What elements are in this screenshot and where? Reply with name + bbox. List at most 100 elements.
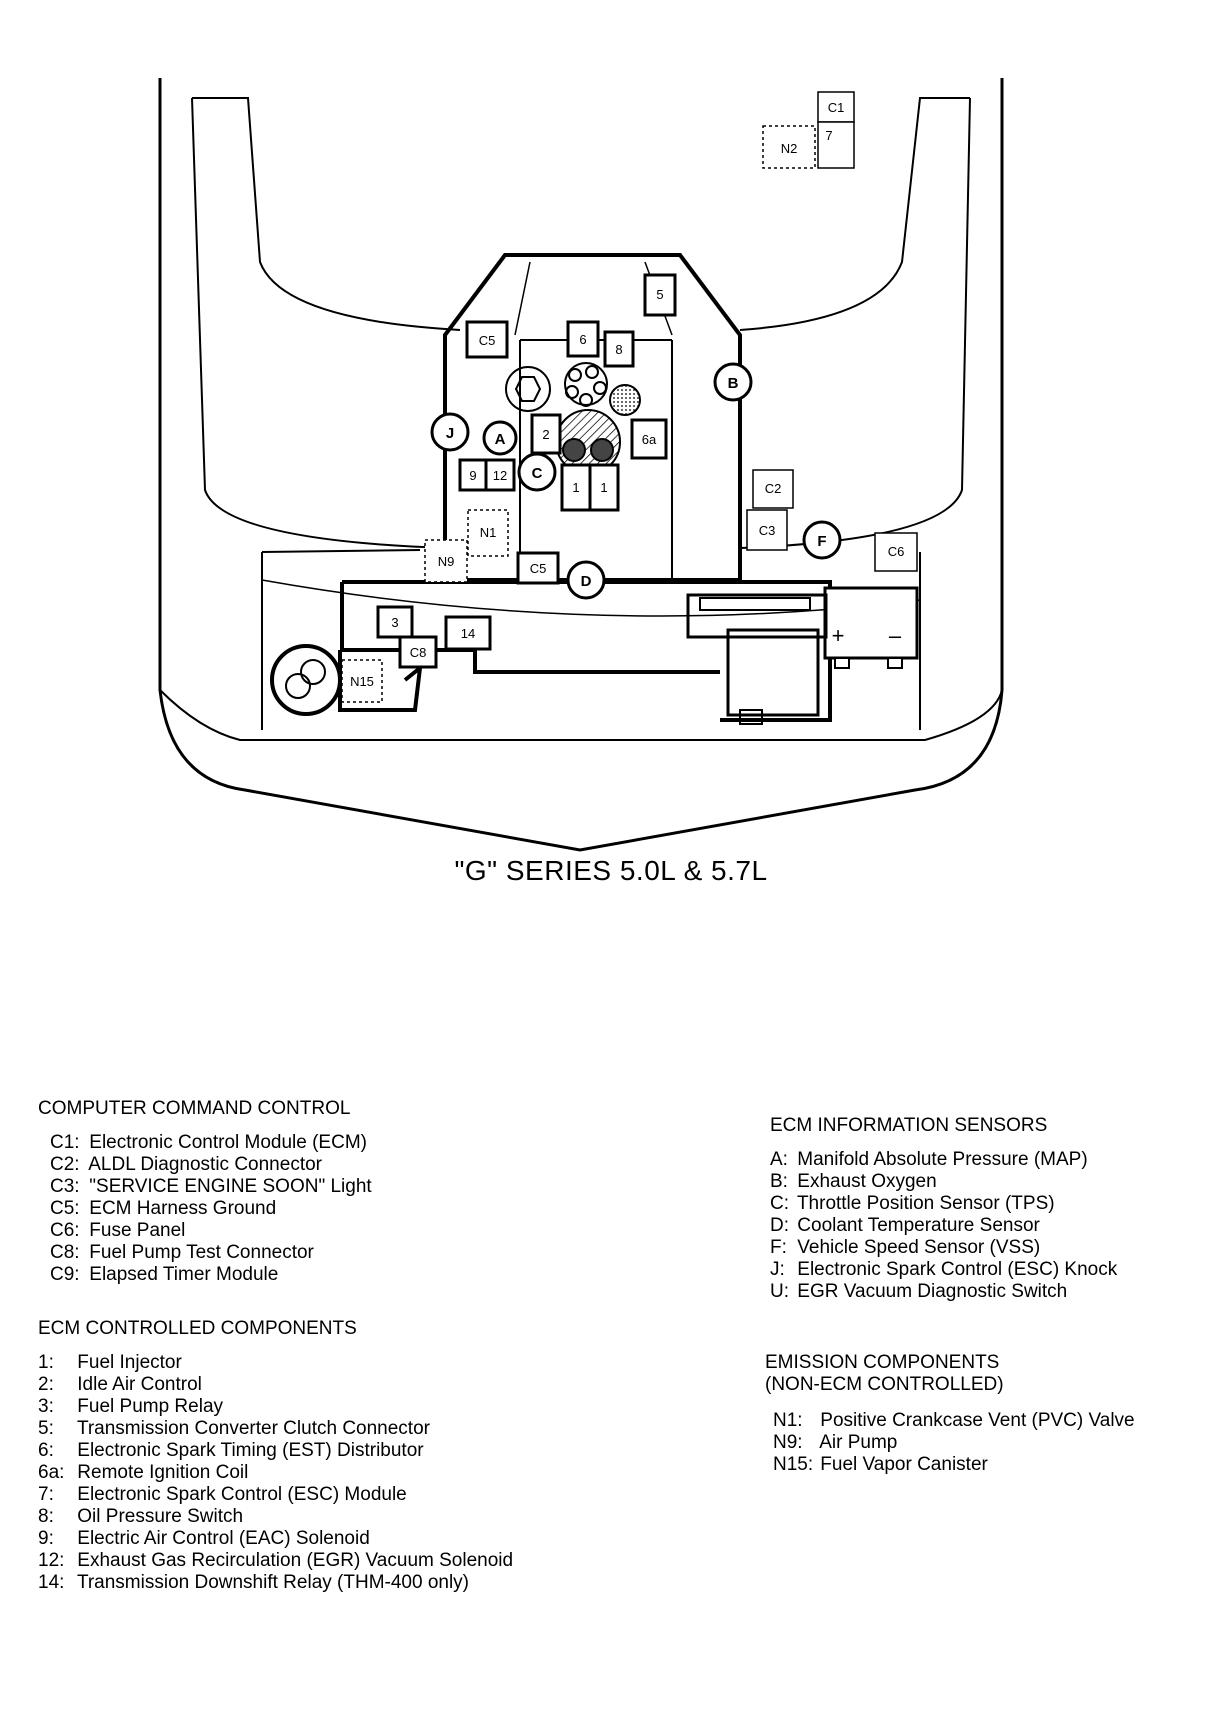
legend-item-text: Fuel Vapor Canister xyxy=(820,1454,988,1475)
svg-text:C6: C6 xyxy=(888,544,905,559)
legend-item-code: J: xyxy=(770,1259,785,1280)
legend-item-text: Fuel Pump Test Connector xyxy=(89,1242,314,1263)
legend-item: 7: Electronic Spark Control (ESC) Module xyxy=(38,1484,513,1506)
callout-c3: C3 xyxy=(746,509,788,551)
legend-emission-components: EMISSION COMPONENTS (NON-ECM CONTROLLED)… xyxy=(765,1352,1135,1476)
legend-item-text: "SERVICE ENGINE SOON" Light xyxy=(89,1176,372,1197)
legend-item: N1: Positive Crankcase Vent (PVC) Valve xyxy=(773,1410,1135,1432)
legend-computer-command-control: COMPUTER COMMAND CONTROL C1: Electronic … xyxy=(38,1098,372,1286)
legend-item-code: C5: xyxy=(50,1198,80,1219)
svg-text:N15: N15 xyxy=(350,674,374,689)
callout-12: 12 xyxy=(484,458,516,492)
legend-item-code: C6: xyxy=(50,1220,80,1241)
legend-item-text: Fuse Panel xyxy=(89,1220,186,1241)
engine-compartment-diagram: + – C1 7 5 C5 6 8 6a 2 9 xyxy=(158,78,1004,852)
legend-item-code: 1: xyxy=(38,1352,54,1373)
sensor-b: B xyxy=(713,362,753,402)
legend-item: 5: Transmission Converter Clutch Connect… xyxy=(38,1418,513,1440)
svg-text:C8: C8 xyxy=(410,645,427,660)
svg-text:J: J xyxy=(446,425,454,442)
legend-item-code: C8: xyxy=(50,1242,80,1263)
legend-item-code: 12: xyxy=(38,1550,65,1571)
svg-text:6: 6 xyxy=(579,332,586,347)
callout-c5-top: C5 xyxy=(465,320,509,359)
dashed-callout-boxes: N2 N1 N9 N15 xyxy=(341,125,816,703)
svg-text:F: F xyxy=(817,533,826,550)
legend-item: C9: Elapsed Timer Module xyxy=(50,1264,372,1286)
battery: + – xyxy=(823,586,919,669)
legend-item-code: N1: xyxy=(773,1410,803,1431)
legend-item-text: Transmission Converter Clutch Connector xyxy=(76,1418,430,1439)
legend-item-text: Fuel Injector xyxy=(77,1352,182,1373)
legend-item-text: Air Pump xyxy=(819,1432,898,1453)
legend-item: 6a: Remote Ignition Coil xyxy=(38,1462,513,1484)
legend-item-code: C2: xyxy=(50,1154,80,1175)
legend-subheading: (NON-ECM CONTROLLED) xyxy=(765,1374,1004,1395)
legend-ecm-information-sensors: ECM INFORMATION SENSORS A: Manifold Abso… xyxy=(770,1115,1117,1303)
svg-text:C2: C2 xyxy=(765,481,782,496)
legend-item: C8: Fuel Pump Test Connector xyxy=(50,1242,372,1264)
legend-item: C5: ECM Harness Ground xyxy=(50,1198,372,1220)
legend-item: D: Coolant Temperature Sensor xyxy=(770,1215,1117,1237)
sensor-j: J xyxy=(430,412,470,452)
legend-item-text: Electronic Control Module (ECM) xyxy=(89,1132,367,1153)
legend-ecm-controlled-components: ECM CONTROLLED COMPONENTS 1: Fuel Inject… xyxy=(38,1318,513,1594)
legend-item-code: C9: xyxy=(50,1264,80,1285)
svg-text:3: 3 xyxy=(391,615,398,630)
legend-item: B: Exhaust Oxygen xyxy=(770,1171,1117,1193)
fuel-vapor-canister xyxy=(270,644,342,716)
legend-item-text: Manifold Absolute Pressure (MAP) xyxy=(797,1149,1088,1170)
legend-item: C2: ALDL Diagnostic Connector xyxy=(50,1154,372,1176)
svg-text:A: A xyxy=(495,431,506,448)
legend-item-code: C: xyxy=(770,1193,789,1214)
svg-text:N2: N2 xyxy=(781,141,798,156)
legend-item: A: Manifold Absolute Pressure (MAP) xyxy=(770,1149,1117,1171)
svg-text:C: C xyxy=(532,465,543,482)
legend-item-text: Electronic Spark Timing (EST) Distributo… xyxy=(77,1440,424,1461)
legend-item-code: B: xyxy=(770,1171,788,1192)
svg-text:B: B xyxy=(728,375,739,392)
svg-text:C3: C3 xyxy=(759,523,776,538)
legend-item: N15: Fuel Vapor Canister xyxy=(773,1454,1135,1476)
legend-item-text: Remote Ignition Coil xyxy=(77,1462,249,1483)
callout-6a: 6a xyxy=(630,418,668,460)
svg-text:7: 7 xyxy=(825,128,832,143)
svg-text:C1: C1 xyxy=(828,100,845,115)
legend-item: 1: Fuel Injector xyxy=(38,1352,513,1374)
callout-1-left: 1 xyxy=(560,463,592,512)
legend-item: F: Vehicle Speed Sensor (VSS) xyxy=(770,1237,1117,1259)
svg-text:C5: C5 xyxy=(530,561,547,576)
legend-item-text: Fuel Pump Relay xyxy=(77,1396,224,1417)
callout-n15: N15 xyxy=(341,659,383,703)
svg-text:D: D xyxy=(581,573,592,590)
svg-text:14: 14 xyxy=(461,626,475,641)
air-cleaner-stud xyxy=(505,366,551,412)
callout-14: 14 xyxy=(444,615,492,651)
legend-item-code: 6: xyxy=(38,1440,54,1461)
callout-c1: C1 xyxy=(817,91,855,123)
callout-c8: C8 xyxy=(398,635,438,669)
legend-item-code: D: xyxy=(770,1215,789,1236)
callout-c5-bottom: C5 xyxy=(516,551,560,585)
legend-item-text: Idle Air Control xyxy=(77,1374,202,1395)
legend-item-text: Vehicle Speed Sensor (VSS) xyxy=(797,1237,1041,1258)
legend-item: 14: Transmission Downshift Relay (THM-40… xyxy=(38,1572,513,1594)
battery-positive-label: + xyxy=(832,623,845,648)
legend-item-text: Electronic Spark Control (ESC) Knock xyxy=(797,1259,1118,1280)
legend-item-text: Elapsed Timer Module xyxy=(89,1264,279,1285)
legend-item-code: C3: xyxy=(50,1176,80,1197)
legend-item-text: ALDL Diagnostic Connector xyxy=(88,1154,322,1175)
svg-text:C5: C5 xyxy=(479,333,496,348)
callout-7: 7 xyxy=(817,121,855,169)
callout-5: 5 xyxy=(643,273,677,317)
svg-text:N9: N9 xyxy=(438,554,455,569)
svg-text:2: 2 xyxy=(542,427,549,442)
legend-heading: ECM CONTROLLED COMPONENTS xyxy=(38,1318,357,1339)
transmission-assembly xyxy=(686,593,828,725)
distributor-cap xyxy=(564,362,608,407)
legend-heading: COMPUTER COMMAND CONTROL xyxy=(38,1098,351,1119)
legend-item-text: Positive Crankcase Vent (PVC) Valve xyxy=(820,1410,1135,1431)
svg-text:8: 8 xyxy=(615,342,622,357)
legend-item: C1: Electronic Control Module (ECM) xyxy=(50,1132,372,1154)
legend-item-text: Transmission Downshift Relay (THM-400 on… xyxy=(76,1572,470,1593)
